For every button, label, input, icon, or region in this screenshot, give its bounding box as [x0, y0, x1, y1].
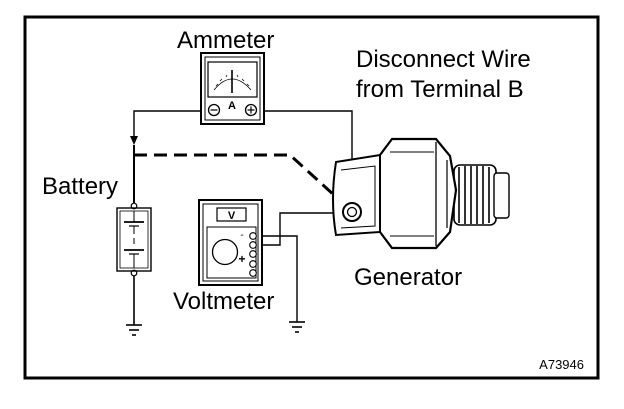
disconnect-label-line2: from Terminal B	[356, 76, 524, 103]
ammeter-dial	[207, 61, 258, 98]
generator-pulley	[453, 164, 510, 226]
battery-label: Battery	[42, 173, 118, 200]
disconnect-label-line1: Disconnect Wire	[356, 46, 531, 73]
voltmeter-positive-label: +	[238, 252, 245, 266]
voltmeter-dial	[211, 238, 239, 266]
generator	[332, 137, 510, 250]
diagram-frame	[23, 15, 600, 380]
voltmeter-positive-terminal	[249, 241, 257, 249]
voltmeter-unit: V	[228, 210, 236, 222]
ammeter: A	[200, 52, 265, 125]
voltmeter-display	[216, 207, 247, 222]
voltmeter-ground-icon	[289, 321, 305, 333]
battery-ground-icon	[126, 324, 142, 336]
generator-label: Generator	[354, 264, 462, 291]
voltmeter-negative-label: -	[240, 230, 243, 241]
generator-body	[372, 137, 458, 250]
ammeter-label: Ammeter	[177, 27, 274, 54]
figure-code: A73946	[539, 357, 584, 372]
battery	[116, 202, 152, 277]
voltmeter: V - +	[198, 199, 263, 286]
voltmeter-negative-terminal	[249, 232, 257, 240]
ammeter-unit: A	[228, 100, 236, 112]
voltmeter-ground-wire	[262, 235, 298, 322]
ammeter-negative-lead	[130, 110, 213, 145]
disconnected-wire	[134, 153, 347, 207]
voltmeter-label: Voltmeter	[173, 288, 274, 315]
